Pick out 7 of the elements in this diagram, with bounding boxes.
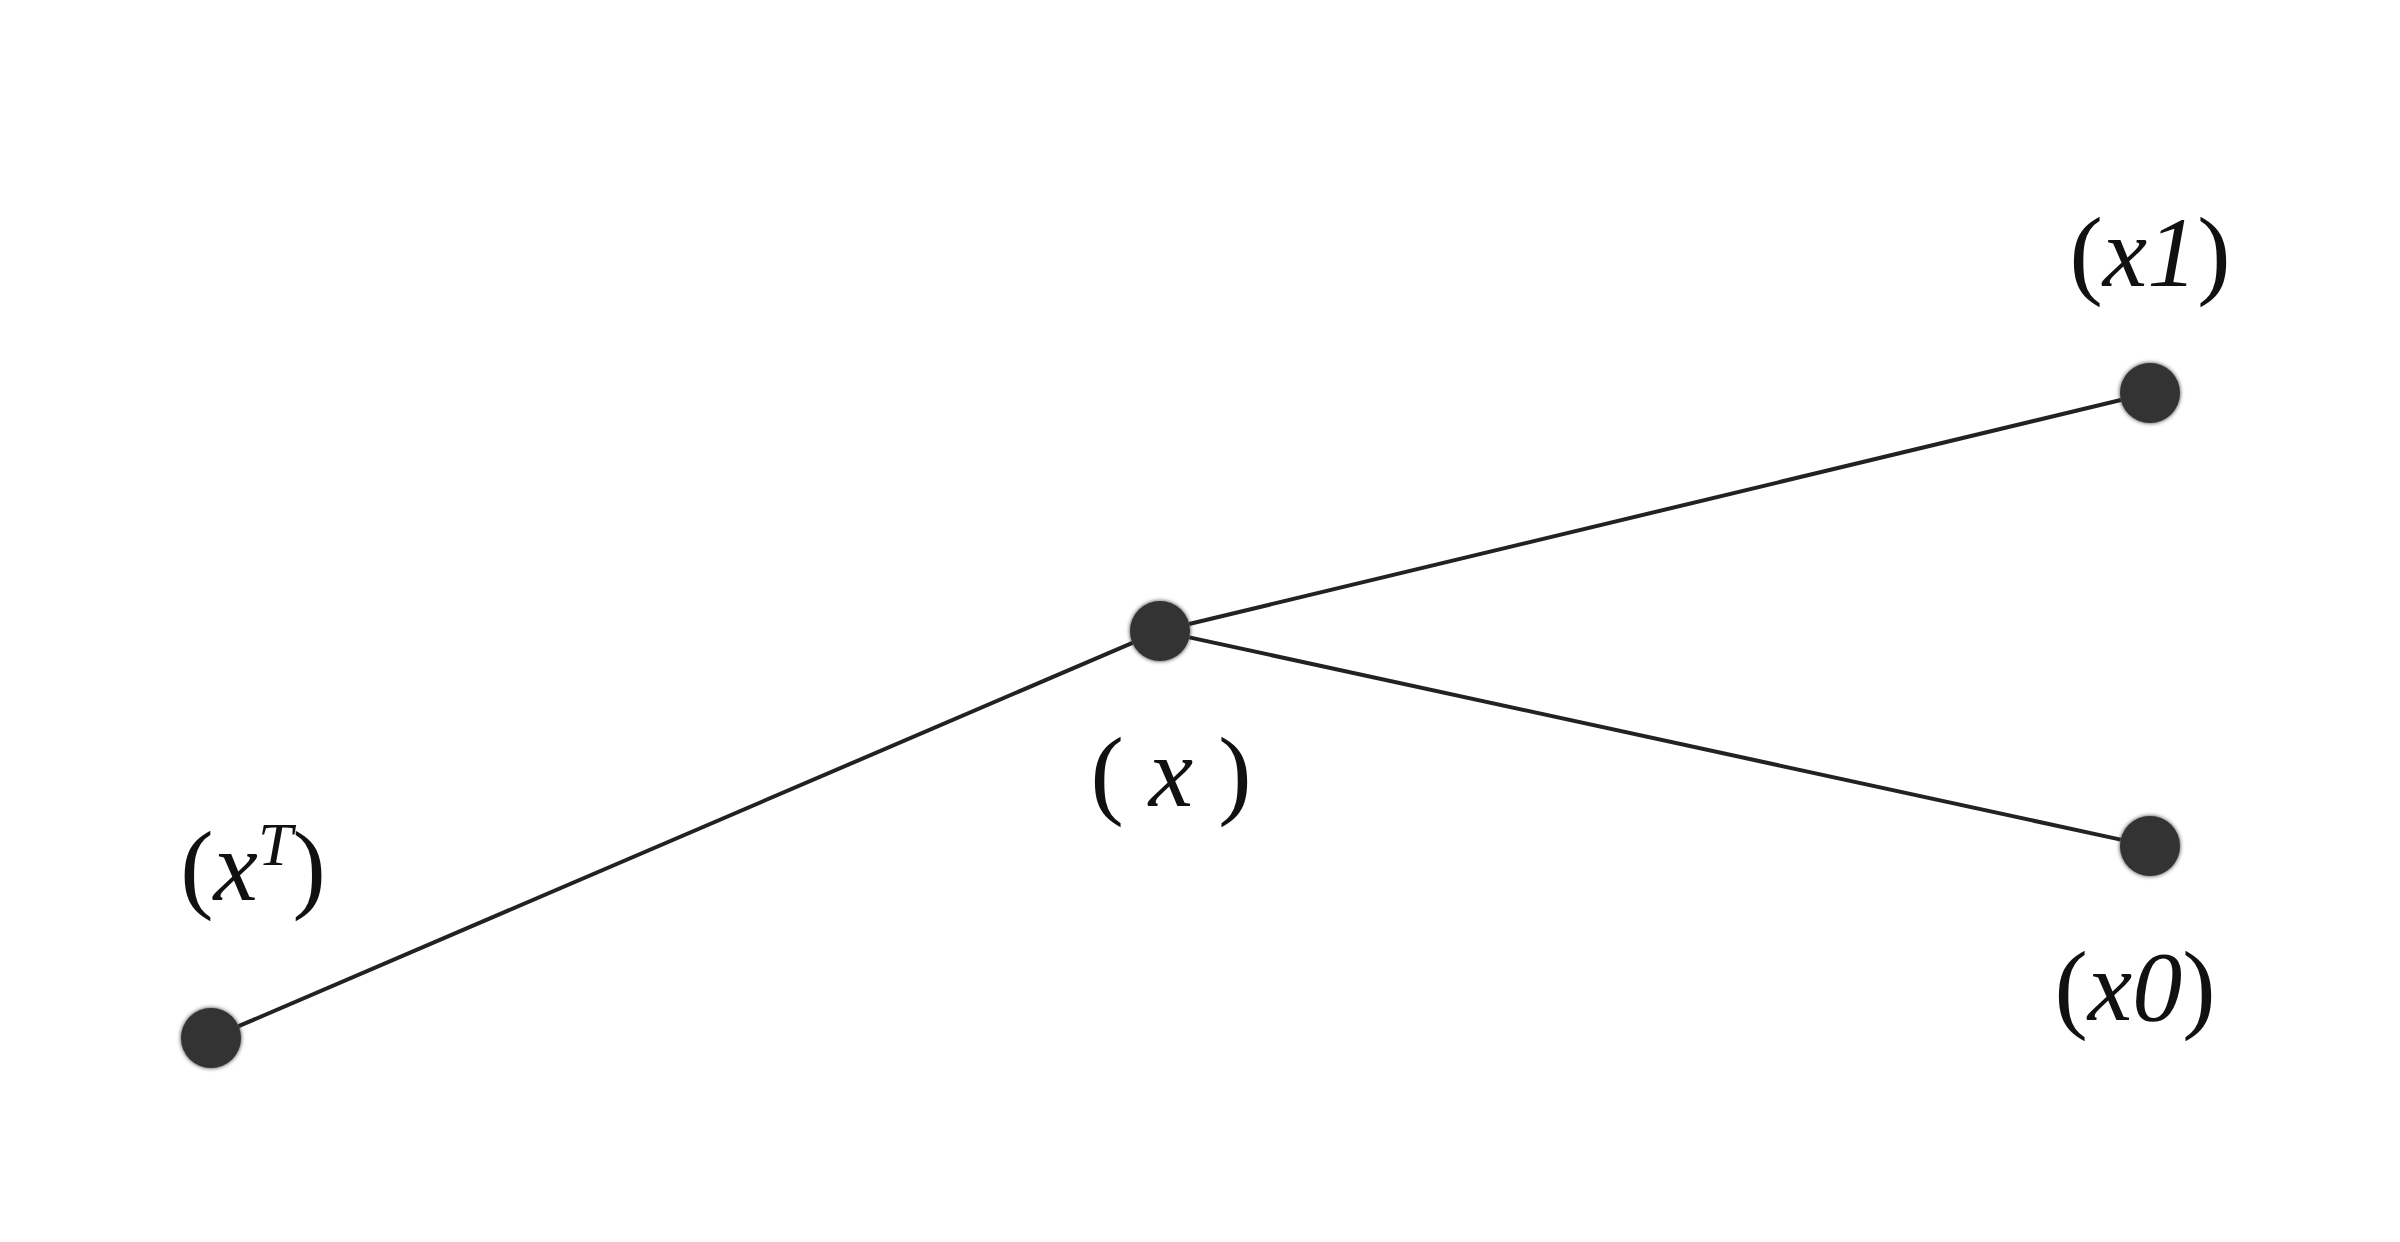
dot <box>1130 601 1190 661</box>
dot <box>181 1008 241 1068</box>
connector-line <box>237 641 1134 1028</box>
dot <box>2120 816 2180 876</box>
dot <box>2120 363 2180 423</box>
connector-line <box>1188 398 2122 626</box>
connector-line <box>1188 635 2122 842</box>
